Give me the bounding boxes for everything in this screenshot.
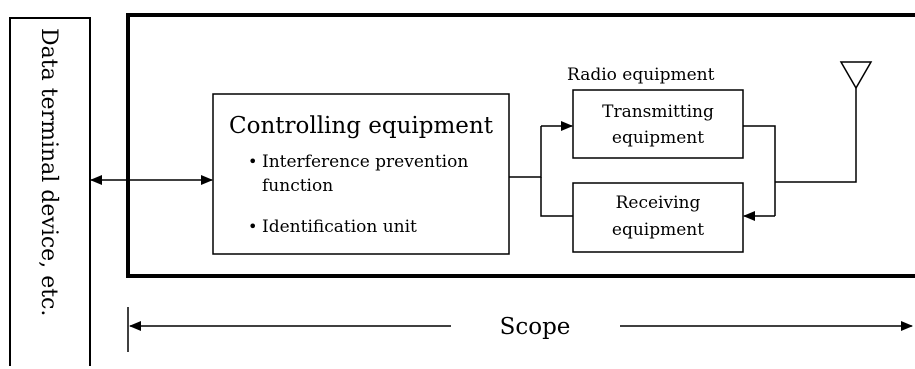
antenna-feed-line — [775, 88, 857, 183]
receiving-equipment-box — [572, 182, 744, 253]
scope-label: Scope — [500, 314, 571, 340]
antenna-icon — [839, 61, 873, 90]
terminal-device-label: Data terminal device, etc. — [36, 28, 61, 316]
controlling-to-receiving-line — [540, 177, 573, 217]
controlling-equipment-title: Controlling equipment — [229, 113, 494, 139]
terminal-device-box — [9, 17, 91, 366]
interference-prevention-line-2: function — [262, 176, 333, 196]
transmitting-equipment-box — [572, 89, 744, 159]
controlling-output-split — [509, 126, 542, 178]
receiving-equipment-line-1: Receiving — [616, 193, 701, 213]
bullet-dot-1: • — [248, 152, 257, 171]
identification-unit-label: Identification unit — [262, 217, 417, 237]
transmitting-equipment-line-2: equipment — [612, 128, 704, 148]
radio-equipment-label: Radio equipment — [567, 65, 715, 85]
interference-prevention-line-1: Interference prevention — [262, 152, 468, 172]
bullet-dot-2: • — [248, 217, 257, 236]
receiving-equipment-line-2: equipment — [612, 220, 704, 240]
transmitting-equipment-line-1: Transmitting — [602, 102, 714, 122]
transmitting-output-line — [743, 125, 776, 216]
controlling-equipment-box — [212, 93, 510, 255]
scope-enclosure — [126, 13, 915, 278]
